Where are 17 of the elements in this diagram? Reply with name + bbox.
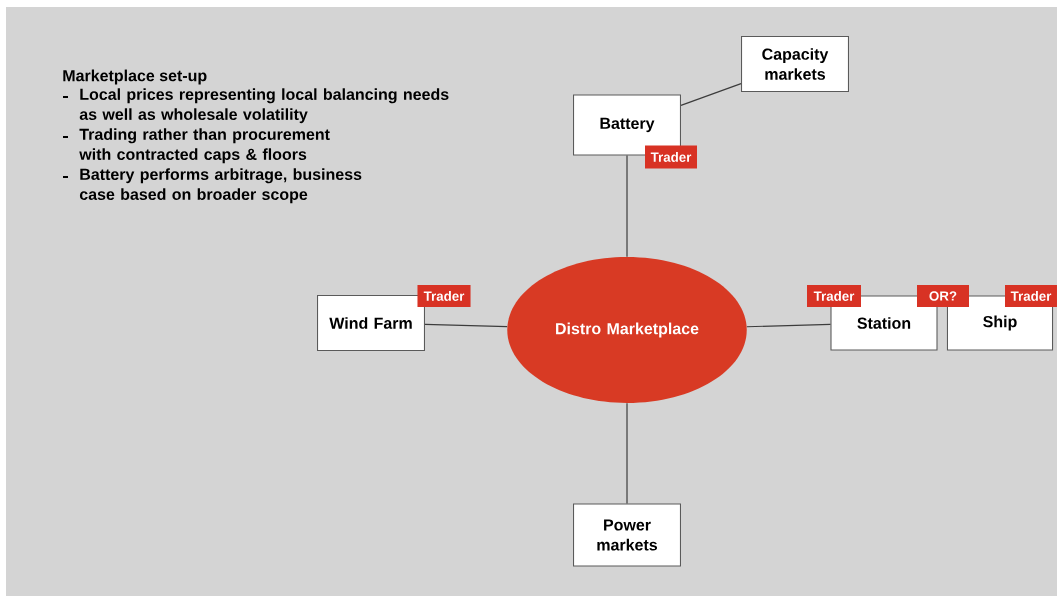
bullet-text: Trading rather than procurement with contracted caps & floors	[79, 128, 330, 164]
tag-badge: Trader	[807, 285, 861, 307]
process-box: Capacity markets	[741, 36, 849, 92]
connector-line	[626, 154, 628, 258]
tag-badge: OR?	[917, 285, 969, 307]
tag-badge: Trader	[645, 145, 697, 169]
connector-line	[424, 323, 508, 328]
note-heading: Marketplace set-up	[63, 69, 207, 85]
tag-badge: Trader	[417, 285, 471, 307]
process-box: Power markets	[573, 503, 681, 567]
connector-line	[626, 402, 628, 505]
tag-badge: Trader	[1005, 285, 1057, 307]
bullet-text: Local prices representing local balancing needs as well as wholesale volatility	[79, 88, 449, 124]
connector-line	[680, 83, 742, 106]
connector-line	[746, 323, 832, 328]
process-box: Wind Farm	[317, 295, 425, 351]
bullet-text: Battery performs arbitrage, business case based on broader scope	[79, 168, 362, 204]
